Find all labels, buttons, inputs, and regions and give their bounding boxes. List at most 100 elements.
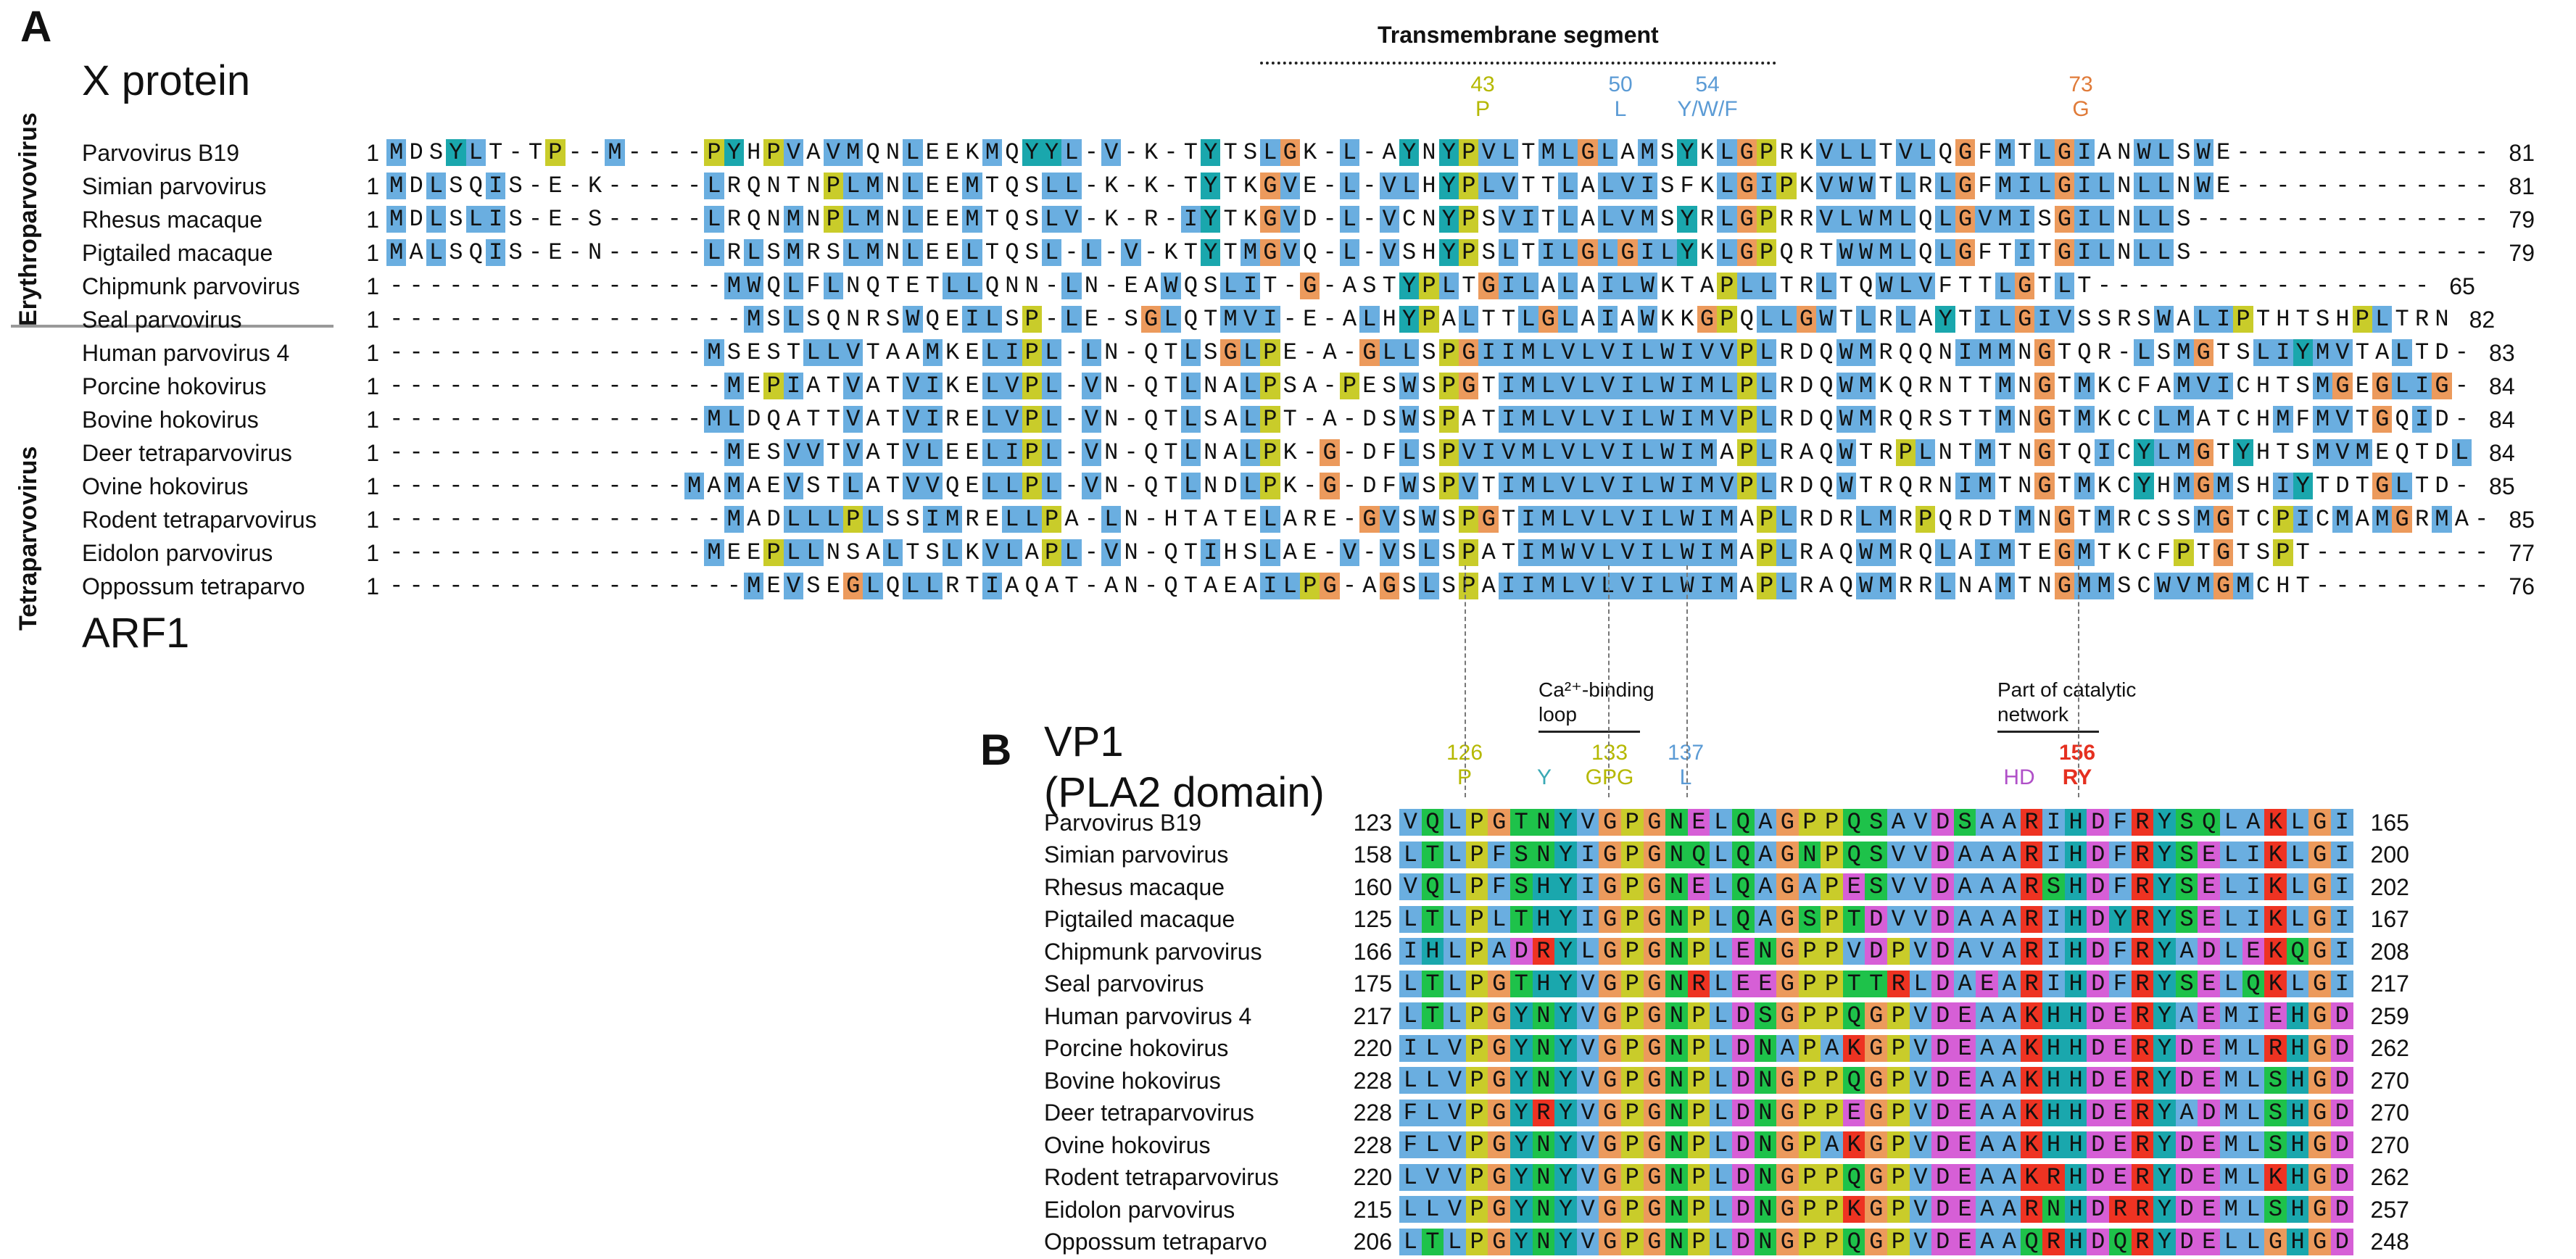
start-position: 1	[366, 239, 379, 266]
end-position: 167	[2370, 906, 2409, 932]
end-position: 84	[2489, 406, 2515, 433]
sequence-name: Rhesus macaque	[82, 206, 263, 233]
marker-hd: HD	[2003, 765, 2035, 789]
start-position: 125	[1353, 906, 1392, 932]
connector-54-137	[1686, 565, 1688, 797]
sequence-name: Seal parvovirus	[1044, 971, 1204, 997]
start-position: 228	[1353, 1131, 1392, 1158]
start-position: 175	[1353, 971, 1392, 997]
sequence-name: Seal parvovirus	[82, 306, 242, 333]
end-position: 83	[2489, 339, 2515, 366]
panel-b-subtitle: (PLA2 domain)	[1044, 769, 1325, 816]
group-label-erythroparvovirus: Erythroparvovirus	[15, 112, 42, 326]
sequence-name: Rodent tetraparvovirus	[1044, 1164, 1279, 1190]
start-position: 217	[1353, 1002, 1392, 1029]
sequence-name: Human parvovirus 4	[1044, 1002, 1252, 1029]
end-position: 200	[2370, 842, 2409, 868]
transmembrane-label: Transmembrane segment	[1378, 22, 1659, 48]
end-position: 81	[2509, 139, 2535, 166]
start-position: 1	[366, 373, 379, 399]
start-position: 228	[1353, 1067, 1392, 1094]
sequence-name: Chipmunk parvovirus	[82, 273, 300, 299]
group-label-tetraparvovirus: Tetraparvovirus	[15, 446, 42, 631]
end-position: 85	[2489, 473, 2515, 499]
end-position: 65	[2449, 273, 2475, 299]
panel-b-letter: B	[980, 726, 1012, 774]
end-position: 85	[2509, 506, 2535, 533]
end-position: 84	[2489, 439, 2515, 466]
start-position: 1	[366, 573, 379, 599]
panel-b-title: VP1	[1044, 718, 1124, 765]
connector-50-133	[1608, 565, 1610, 797]
start-position: 220	[1353, 1035, 1392, 1061]
start-position: 1	[366, 273, 379, 299]
start-position: 160	[1353, 873, 1392, 900]
end-position: 259	[2370, 1002, 2409, 1029]
sequence-name: Eidolon parvovirus	[82, 539, 273, 566]
start-position: 1	[366, 439, 379, 466]
start-position: 1	[366, 206, 379, 233]
sequence-name: Porcine hokovirus	[1044, 1035, 1229, 1061]
start-position: 166	[1353, 938, 1392, 965]
marker-y: Y	[1536, 765, 1552, 789]
sequence-name: Eidolon parvovirus	[1044, 1196, 1235, 1223]
sequence-name: Ovine hokovirus	[1044, 1131, 1211, 1158]
catalytic-underline	[1997, 731, 2099, 733]
sequence-name: Bovine hokovirus	[1044, 1067, 1221, 1094]
sequence-name: Deer tetraparvovirus	[82, 439, 292, 466]
transmembrane-dotted-line	[1260, 62, 1776, 65]
end-position: 165	[2370, 809, 2409, 836]
sequence-name: Simian parvovirus	[1044, 842, 1229, 868]
end-position: 270	[2370, 1067, 2409, 1094]
sequence-name: Parvovirus B19	[82, 139, 239, 166]
start-position: 158	[1353, 842, 1392, 868]
connector-43-126	[1465, 565, 1466, 797]
end-position: 270	[2370, 1100, 2409, 1126]
end-position: 81	[2509, 173, 2535, 199]
end-position: 79	[2509, 239, 2535, 266]
end-position: 208	[2370, 938, 2409, 965]
start-position: 220	[1353, 1164, 1392, 1190]
